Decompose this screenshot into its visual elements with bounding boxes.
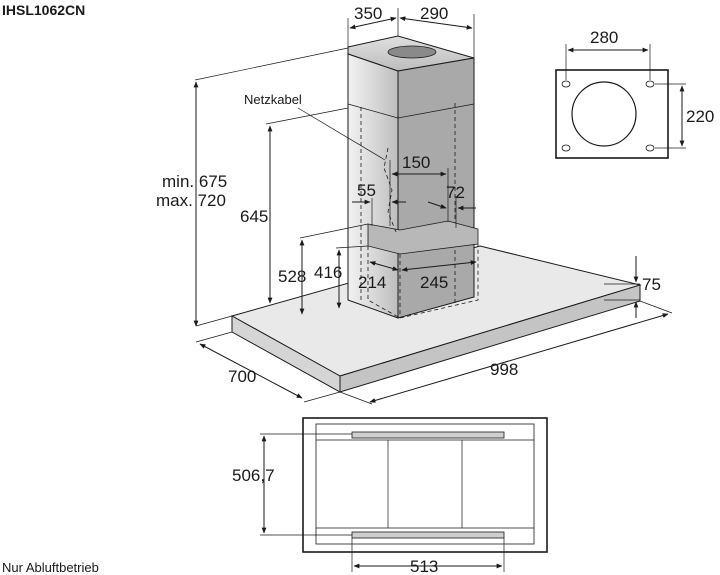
dim-line-245 [401, 260, 477, 272]
dim-line-350 [349, 16, 397, 30]
dim-chimney-depth: 290 [420, 4, 448, 23]
dim-chimney-width: 350 [354, 4, 382, 23]
dim-plate-height: 220 [686, 107, 714, 126]
dim-416: 416 [314, 263, 342, 282]
dim-plate-width: 280 [590, 28, 618, 47]
dim-canopy-width: 998 [490, 360, 518, 379]
dim-645: 645 [240, 207, 268, 226]
dim-528: 528 [278, 267, 306, 286]
chimney [347, 35, 479, 319]
dim-55: 55 [357, 181, 376, 200]
dim-150: 150 [402, 153, 430, 172]
dim-bottom-width: 513 [410, 557, 438, 575]
dim-214: 214 [358, 273, 386, 292]
dim-72: 72 [446, 183, 465, 202]
dim-245: 245 [420, 273, 448, 292]
bottom-view [302, 417, 548, 553]
dim-line-214 [369, 261, 399, 271]
dim-line-998 [369, 313, 669, 403]
cable-leader-line [297, 107, 386, 161]
dim-line-290 [399, 16, 473, 30]
dim-bottom-depth: 506,7 [232, 466, 275, 485]
dim-min-height: min. 675 [162, 172, 227, 191]
model-title: IHSL1062CN [2, 2, 85, 18]
dim-canopy-depth: 700 [228, 367, 256, 386]
mounting-plate [555, 69, 669, 159]
cable-label: Netzkabel [244, 92, 302, 107]
dim-max-height: max. 720 [156, 191, 226, 210]
dim-line-700 [199, 343, 303, 399]
dim-canopy-thickness: 75 [642, 275, 661, 294]
dim-line-72-a [427, 201, 447, 209]
exhaust-only-note: Nur Abluftbetrieb [2, 560, 99, 575]
